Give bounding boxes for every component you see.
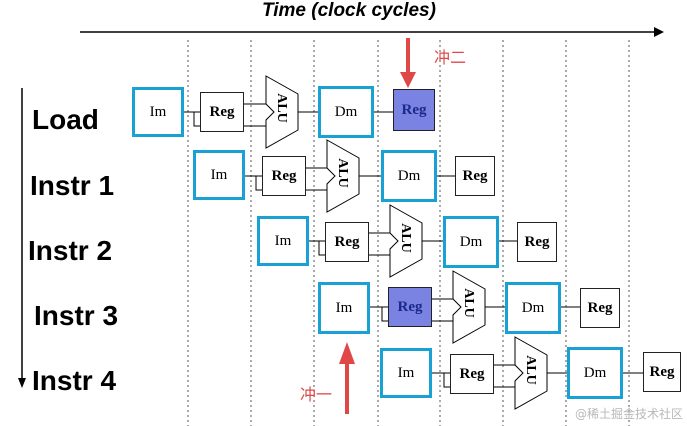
time-axis-title: Time (clock cycles) bbox=[262, 0, 436, 21]
instr1-reg-write-stage: Reg bbox=[455, 156, 495, 196]
conflict-two-arrowhead bbox=[400, 72, 416, 88]
instr3-reg-write-stage: Reg bbox=[580, 288, 620, 328]
conflict-one-arrowhead bbox=[339, 342, 355, 364]
load-dm-stage: Dm bbox=[318, 86, 374, 138]
instr3-alu-label: ALU bbox=[460, 288, 476, 318]
time-axis-arrowhead bbox=[654, 27, 664, 37]
instr4-im-stage: Im bbox=[380, 348, 432, 398]
instr4-dm-stage: Dm bbox=[567, 347, 623, 399]
instr4-alu-label: ALU bbox=[522, 355, 538, 385]
alu-shape-row-1 bbox=[326, 139, 360, 213]
alu-shape-row-4 bbox=[514, 336, 548, 410]
order-axis-arrowhead bbox=[18, 378, 26, 388]
row-label-instr-3: Instr 3 bbox=[34, 300, 119, 331]
alu-shape-row-3 bbox=[452, 270, 486, 344]
instr2-reg-read-stage: Reg bbox=[325, 222, 369, 262]
instr2-im-stage: Im bbox=[257, 216, 309, 266]
instr3-im-stage: Im bbox=[318, 282, 370, 334]
load-im-stage: Im bbox=[132, 87, 184, 137]
row-label-instr-2: Instr 2 bbox=[28, 235, 113, 266]
alu-shape-row-2 bbox=[389, 204, 423, 278]
row-label-load: Load bbox=[32, 104, 99, 135]
annotation-conflict-two: 冲二 bbox=[434, 48, 467, 67]
instr3-reg-read-stage: Reg bbox=[388, 287, 432, 327]
instr1-im-stage: Im bbox=[193, 150, 245, 200]
load-alu-label: ALU bbox=[273, 93, 289, 123]
instr1-alu-label: ALU bbox=[334, 158, 350, 188]
instr2-reg-write-stage: Reg bbox=[517, 222, 557, 262]
row-label-instr-4: Instr 4 bbox=[32, 365, 117, 396]
instr2-dm-stage: Dm bbox=[443, 216, 499, 268]
instr4-reg-write-stage: Reg bbox=[643, 352, 681, 392]
instr4-reg-read-stage: Reg bbox=[450, 354, 494, 394]
alu-shape-row-0 bbox=[265, 75, 299, 149]
instr1-reg-read-stage: Reg bbox=[262, 156, 306, 196]
row-label-instr-1: Instr 1 bbox=[30, 170, 115, 201]
watermark-credit: @稀土掘金技术社区 bbox=[574, 407, 683, 421]
instr1-dm-stage: Dm bbox=[381, 150, 437, 202]
instr3-dm-stage: Dm bbox=[505, 282, 561, 334]
instr2-alu-label: ALU bbox=[397, 223, 413, 253]
load-reg-read-stage: Reg bbox=[200, 92, 244, 132]
load-reg-write-stage: Reg bbox=[393, 89, 435, 131]
annotation-conflict-one: 冲一 bbox=[300, 385, 333, 404]
